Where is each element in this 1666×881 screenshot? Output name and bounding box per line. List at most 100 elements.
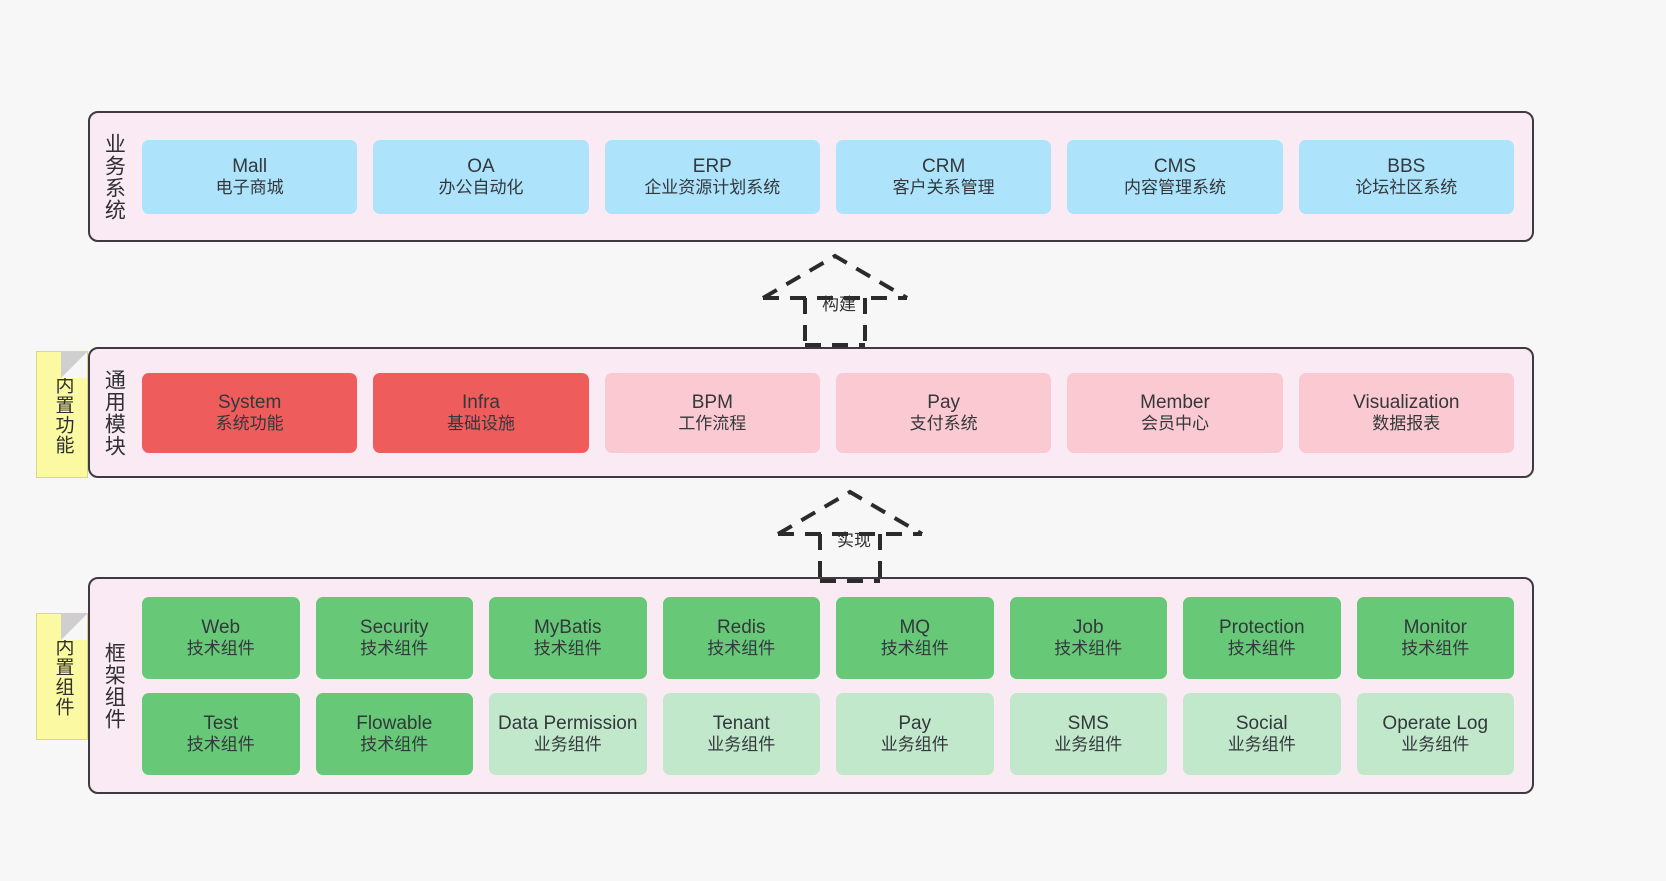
node-infra[interactable]: Infra 基础设施 (373, 372, 589, 453)
node-title: SMS (1067, 712, 1109, 734)
node-title: Operate Log (1382, 712, 1489, 734)
node-title: Pay (898, 712, 932, 734)
node-tenant[interactable]: Tenant 业务组件 (662, 692, 820, 775)
node-subtitle: 企业资源计划系统 (644, 177, 781, 197)
node-system[interactable]: System 系统功能 (142, 372, 358, 453)
node-subtitle: 技术组件 (880, 638, 949, 658)
node-sms[interactable]: SMS 业务组件 (1009, 692, 1167, 775)
node-title: OA (467, 155, 495, 177)
node-subtitle: 业务组件 (1401, 734, 1470, 754)
connector-build-arrow (761, 253, 909, 348)
node-title: BPM (691, 391, 733, 413)
node-title: Test (203, 712, 239, 734)
node-web[interactable]: Web 技术组件 (142, 596, 300, 679)
node-subtitle: 业务组件 (533, 734, 602, 754)
node-oa[interactable]: OA 办公自动化 (373, 139, 589, 214)
node-title: Security (359, 616, 429, 638)
node-title: Social (1235, 712, 1288, 734)
node-subtitle: 技术组件 (186, 638, 255, 658)
node-visualization[interactable]: Visualization 数据报表 (1298, 372, 1514, 453)
node-title: CRM (922, 155, 966, 177)
node-title: MyBatis (533, 616, 602, 638)
connector-build: 构建 (745, 248, 925, 348)
node-title: MQ (899, 616, 931, 638)
node-title: System (217, 391, 282, 413)
node-security[interactable]: Security 技术组件 (315, 596, 473, 679)
node-protection[interactable]: Protection 技术组件 (1183, 596, 1341, 679)
node-subtitle: 系统功能 (215, 413, 284, 433)
node-title: BBS (1387, 155, 1426, 177)
node-subtitle: 技术组件 (186, 734, 255, 754)
layer-body-common-modules: System 系统功能 Infra 基础设施 BPM 工作流程 Pay 支付系统… (136, 349, 1532, 476)
node-subtitle: 业务组件 (1054, 734, 1123, 754)
layer-title-business-systems: 业务系统 (102, 132, 126, 221)
layer-title-common-modules: 通用模块 (102, 368, 126, 457)
layer-business-systems: 业务系统 Mall 电子商城 OA 办公自动化 ERP 企业资源计划系统 CRM… (88, 111, 1534, 242)
node-title: Data Permission (498, 712, 638, 734)
layer-title-framework-components: 框架组件 (102, 641, 126, 730)
node-title: Tenant (712, 712, 770, 734)
node-subtitle: 技术组件 (360, 638, 429, 658)
node-title: Infra (461, 391, 500, 413)
node-subtitle: 技术组件 (1227, 638, 1296, 658)
framework-components-row-1: Web 技术组件 Security 技术组件 MyBatis 技术组件 Redi… (142, 596, 1514, 679)
common-modules-row: System 系统功能 Infra 基础设施 BPM 工作流程 Pay 支付系统… (142, 372, 1514, 453)
node-title: ERP (692, 155, 732, 177)
node-crm[interactable]: CRM 客户关系管理 (835, 139, 1052, 214)
node-cms[interactable]: CMS 内容管理系统 (1067, 139, 1283, 214)
node-subtitle: 基础设施 (446, 413, 515, 433)
node-subtitle: 数据报表 (1372, 413, 1441, 433)
node-subtitle: 技术组件 (533, 638, 602, 658)
node-subtitle: 技术组件 (1054, 638, 1123, 658)
node-title: Member (1140, 391, 1210, 413)
node-mybatis[interactable]: MyBatis 技术组件 (489, 596, 647, 679)
connector-implement-arrow (776, 489, 924, 584)
node-job[interactable]: Job 技术组件 (1009, 596, 1167, 679)
note-builtin-features: 内置功能 (36, 351, 88, 478)
node-test[interactable]: Test 技术组件 (142, 692, 300, 775)
node-subtitle: 内容管理系统 (1123, 177, 1226, 197)
node-member[interactable]: Member 会员中心 (1067, 372, 1283, 453)
node-bpm[interactable]: BPM 工作流程 (604, 372, 820, 453)
layer-body-framework-components: Web 技术组件 Security 技术组件 MyBatis 技术组件 Redi… (136, 579, 1532, 792)
node-subtitle: 工作流程 (678, 413, 747, 433)
node-title: Visualization (1353, 391, 1460, 413)
node-title: Protection (1218, 616, 1305, 638)
node-title: Redis (716, 616, 766, 638)
node-subtitle: 业务组件 (1227, 734, 1296, 754)
node-pay-module[interactable]: Pay 支付系统 (835, 372, 1052, 453)
node-title: Mall (232, 155, 268, 177)
node-mall[interactable]: Mall 电子商城 (142, 139, 358, 214)
node-subtitle: 会员中心 (1140, 413, 1209, 433)
node-mq[interactable]: MQ 技术组件 (836, 596, 994, 679)
framework-components-row-2: Test 技术组件 Flowable 技术组件 Data Permission … (142, 692, 1514, 775)
layer-common-modules: 通用模块 System 系统功能 Infra 基础设施 BPM 工作流程 Pay… (88, 347, 1534, 478)
node-title: CMS (1153, 155, 1197, 177)
node-title: Job (1072, 616, 1104, 638)
node-pay-component[interactable]: Pay 业务组件 (836, 692, 994, 775)
node-flowable[interactable]: Flowable 技术组件 (315, 692, 473, 775)
layer-framework-components: 框架组件 Web 技术组件 Security 技术组件 MyBatis 技术组件… (88, 577, 1534, 794)
connector-implement-label: 实现 (837, 531, 871, 550)
node-subtitle: 办公自动化 (438, 177, 524, 197)
node-bbs[interactable]: BBS 论坛社区系统 (1298, 139, 1514, 214)
connector-implement: 实现 (760, 484, 940, 584)
node-title: Pay (927, 391, 961, 413)
node-social[interactable]: Social 业务组件 (1183, 692, 1341, 775)
node-erp[interactable]: ERP 企业资源计划系统 (604, 139, 820, 214)
business-systems-row: Mall 电子商城 OA 办公自动化 ERP 企业资源计划系统 CRM 客户关系… (142, 139, 1514, 214)
node-data-permission[interactable]: Data Permission 业务组件 (489, 692, 647, 775)
layer-body-business-systems: Mall 电子商城 OA 办公自动化 ERP 企业资源计划系统 CRM 客户关系… (136, 113, 1532, 240)
node-redis[interactable]: Redis 技术组件 (662, 596, 820, 679)
node-title: Monitor (1403, 616, 1467, 638)
node-subtitle: 技术组件 (360, 734, 429, 754)
node-title: Web (201, 616, 241, 638)
node-subtitle: 客户关系管理 (892, 177, 995, 197)
connector-build-label: 构建 (822, 295, 856, 314)
node-subtitle: 业务组件 (707, 734, 776, 754)
node-operate-log[interactable]: Operate Log 业务组件 (1356, 692, 1514, 775)
node-subtitle: 业务组件 (880, 734, 949, 754)
note-builtin-components: 内置组件 (36, 613, 88, 740)
node-monitor[interactable]: Monitor 技术组件 (1356, 596, 1514, 679)
